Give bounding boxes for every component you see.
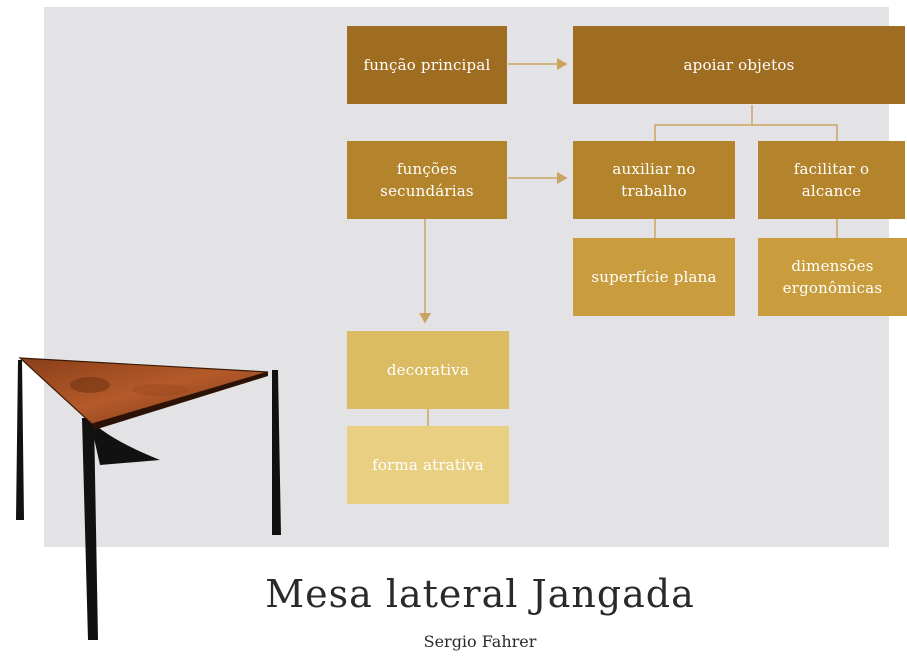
- node-ergonomic-dimensions: dimensões ergonômicas: [758, 238, 907, 316]
- node-decorative: decorativa: [347, 331, 509, 409]
- branch-support-to-reach: [752, 124, 838, 141]
- node-flat-surface: superfície plana: [573, 238, 735, 316]
- branch-support-to-children: [654, 105, 753, 141]
- node-facilitate-reach: facilitar o alcance: [758, 141, 905, 219]
- product-title: Mesa lateral Jangada: [265, 572, 695, 616]
- node-assist-work: auxiliar no trabalho: [573, 141, 735, 219]
- side-table-illustration: [16, 357, 281, 640]
- designer-name: Sergio Fahrer: [423, 632, 537, 651]
- node-main-function: função principal: [347, 26, 507, 104]
- node-attractive-form: forma atrativa: [347, 426, 509, 504]
- node-secondary-functions: funções secundárias: [347, 141, 507, 219]
- node-support-objects: apoiar objetos: [573, 26, 905, 104]
